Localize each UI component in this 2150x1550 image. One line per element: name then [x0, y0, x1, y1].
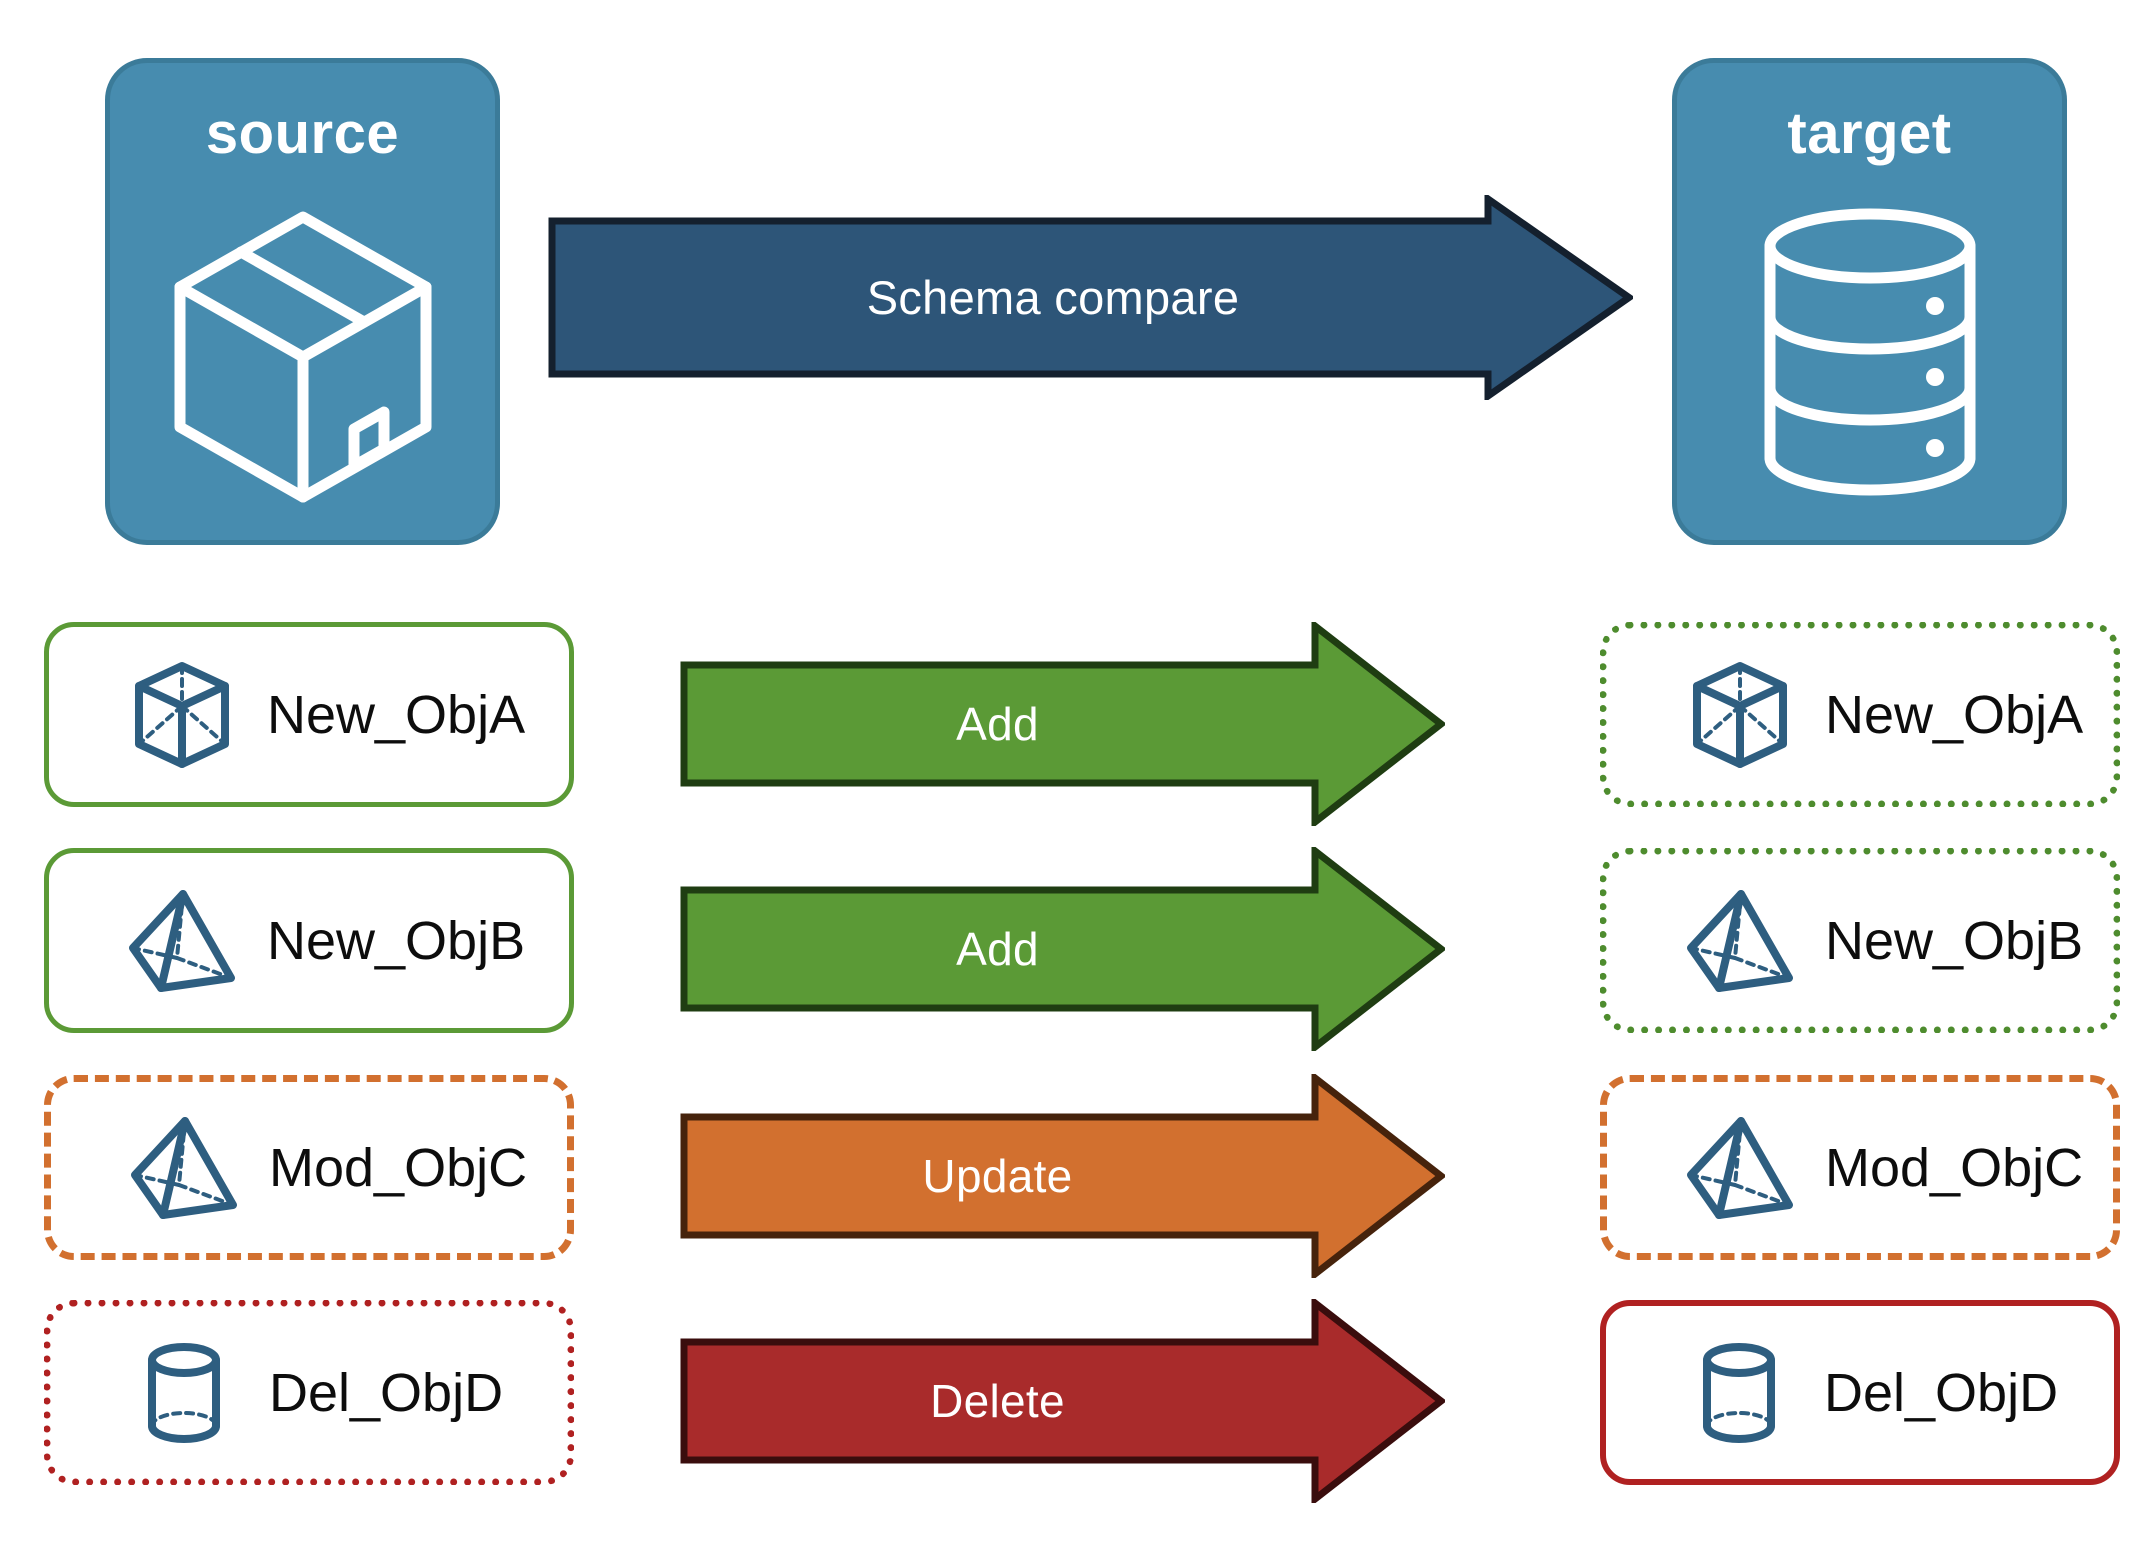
source-object-label: Mod_ObjC	[269, 1137, 528, 1198]
source-endpoint-card: source	[105, 58, 500, 545]
target-object-card[interactable]: New_ObjB	[1600, 848, 2120, 1033]
target-endpoint-card: target	[1672, 58, 2067, 545]
action-arrow-label: Add	[956, 698, 1039, 750]
action-arrow-label: Delete	[930, 1375, 1065, 1427]
schema-compare-label: Schema compare	[866, 271, 1240, 324]
target-object-label: Mod_ObjC	[1825, 1137, 2084, 1198]
source-object-label: New_ObjA	[267, 684, 526, 745]
action-arrow: Update	[680, 1070, 1447, 1282]
source-title: source	[205, 101, 400, 166]
wireframe-pyramid-icon	[129, 889, 235, 992]
wireframe-cylinder-icon	[1703, 1342, 1775, 1443]
source-object-card[interactable]: New_ObjA	[44, 622, 574, 807]
action-arrow-label: Add	[956, 923, 1039, 975]
wireframe-pyramid-icon	[1687, 889, 1793, 992]
target-object-card[interactable]: Del_ObjD	[1600, 1300, 2120, 1485]
action-arrow: Delete	[680, 1295, 1447, 1507]
action-arrow-label: Update	[922, 1150, 1073, 1202]
wireframe-cylinder-icon	[148, 1342, 220, 1443]
target-object-label: New_ObjA	[1825, 684, 2084, 745]
source-object-card[interactable]: Del_ObjD	[44, 1300, 574, 1485]
action-arrow: Add	[680, 618, 1447, 830]
source-object-label: Del_ObjD	[269, 1362, 504, 1423]
source-object-card[interactable]: New_ObjB	[44, 848, 574, 1033]
wireframe-cube-icon	[135, 661, 229, 768]
package-box-icon	[110, 163, 495, 540]
target-title: target	[1787, 101, 1952, 166]
target-object-card[interactable]: Mod_ObjC	[1600, 1075, 2120, 1260]
action-arrow: Add	[680, 843, 1447, 1055]
target-object-card[interactable]: New_ObjA	[1600, 622, 2120, 807]
wireframe-pyramid-icon	[1687, 1116, 1793, 1219]
source-object-card[interactable]: Mod_ObjC	[44, 1075, 574, 1260]
schema-compare-arrow: Schema compare	[548, 192, 1636, 403]
source-object-label: New_ObjB	[267, 910, 526, 971]
wireframe-cube-icon	[1693, 661, 1787, 768]
target-object-label: Del_ObjD	[1824, 1362, 2059, 1423]
wireframe-pyramid-icon	[131, 1116, 237, 1219]
database-cylinder-icon	[1677, 163, 2062, 540]
target-object-label: New_ObjB	[1825, 910, 2084, 971]
